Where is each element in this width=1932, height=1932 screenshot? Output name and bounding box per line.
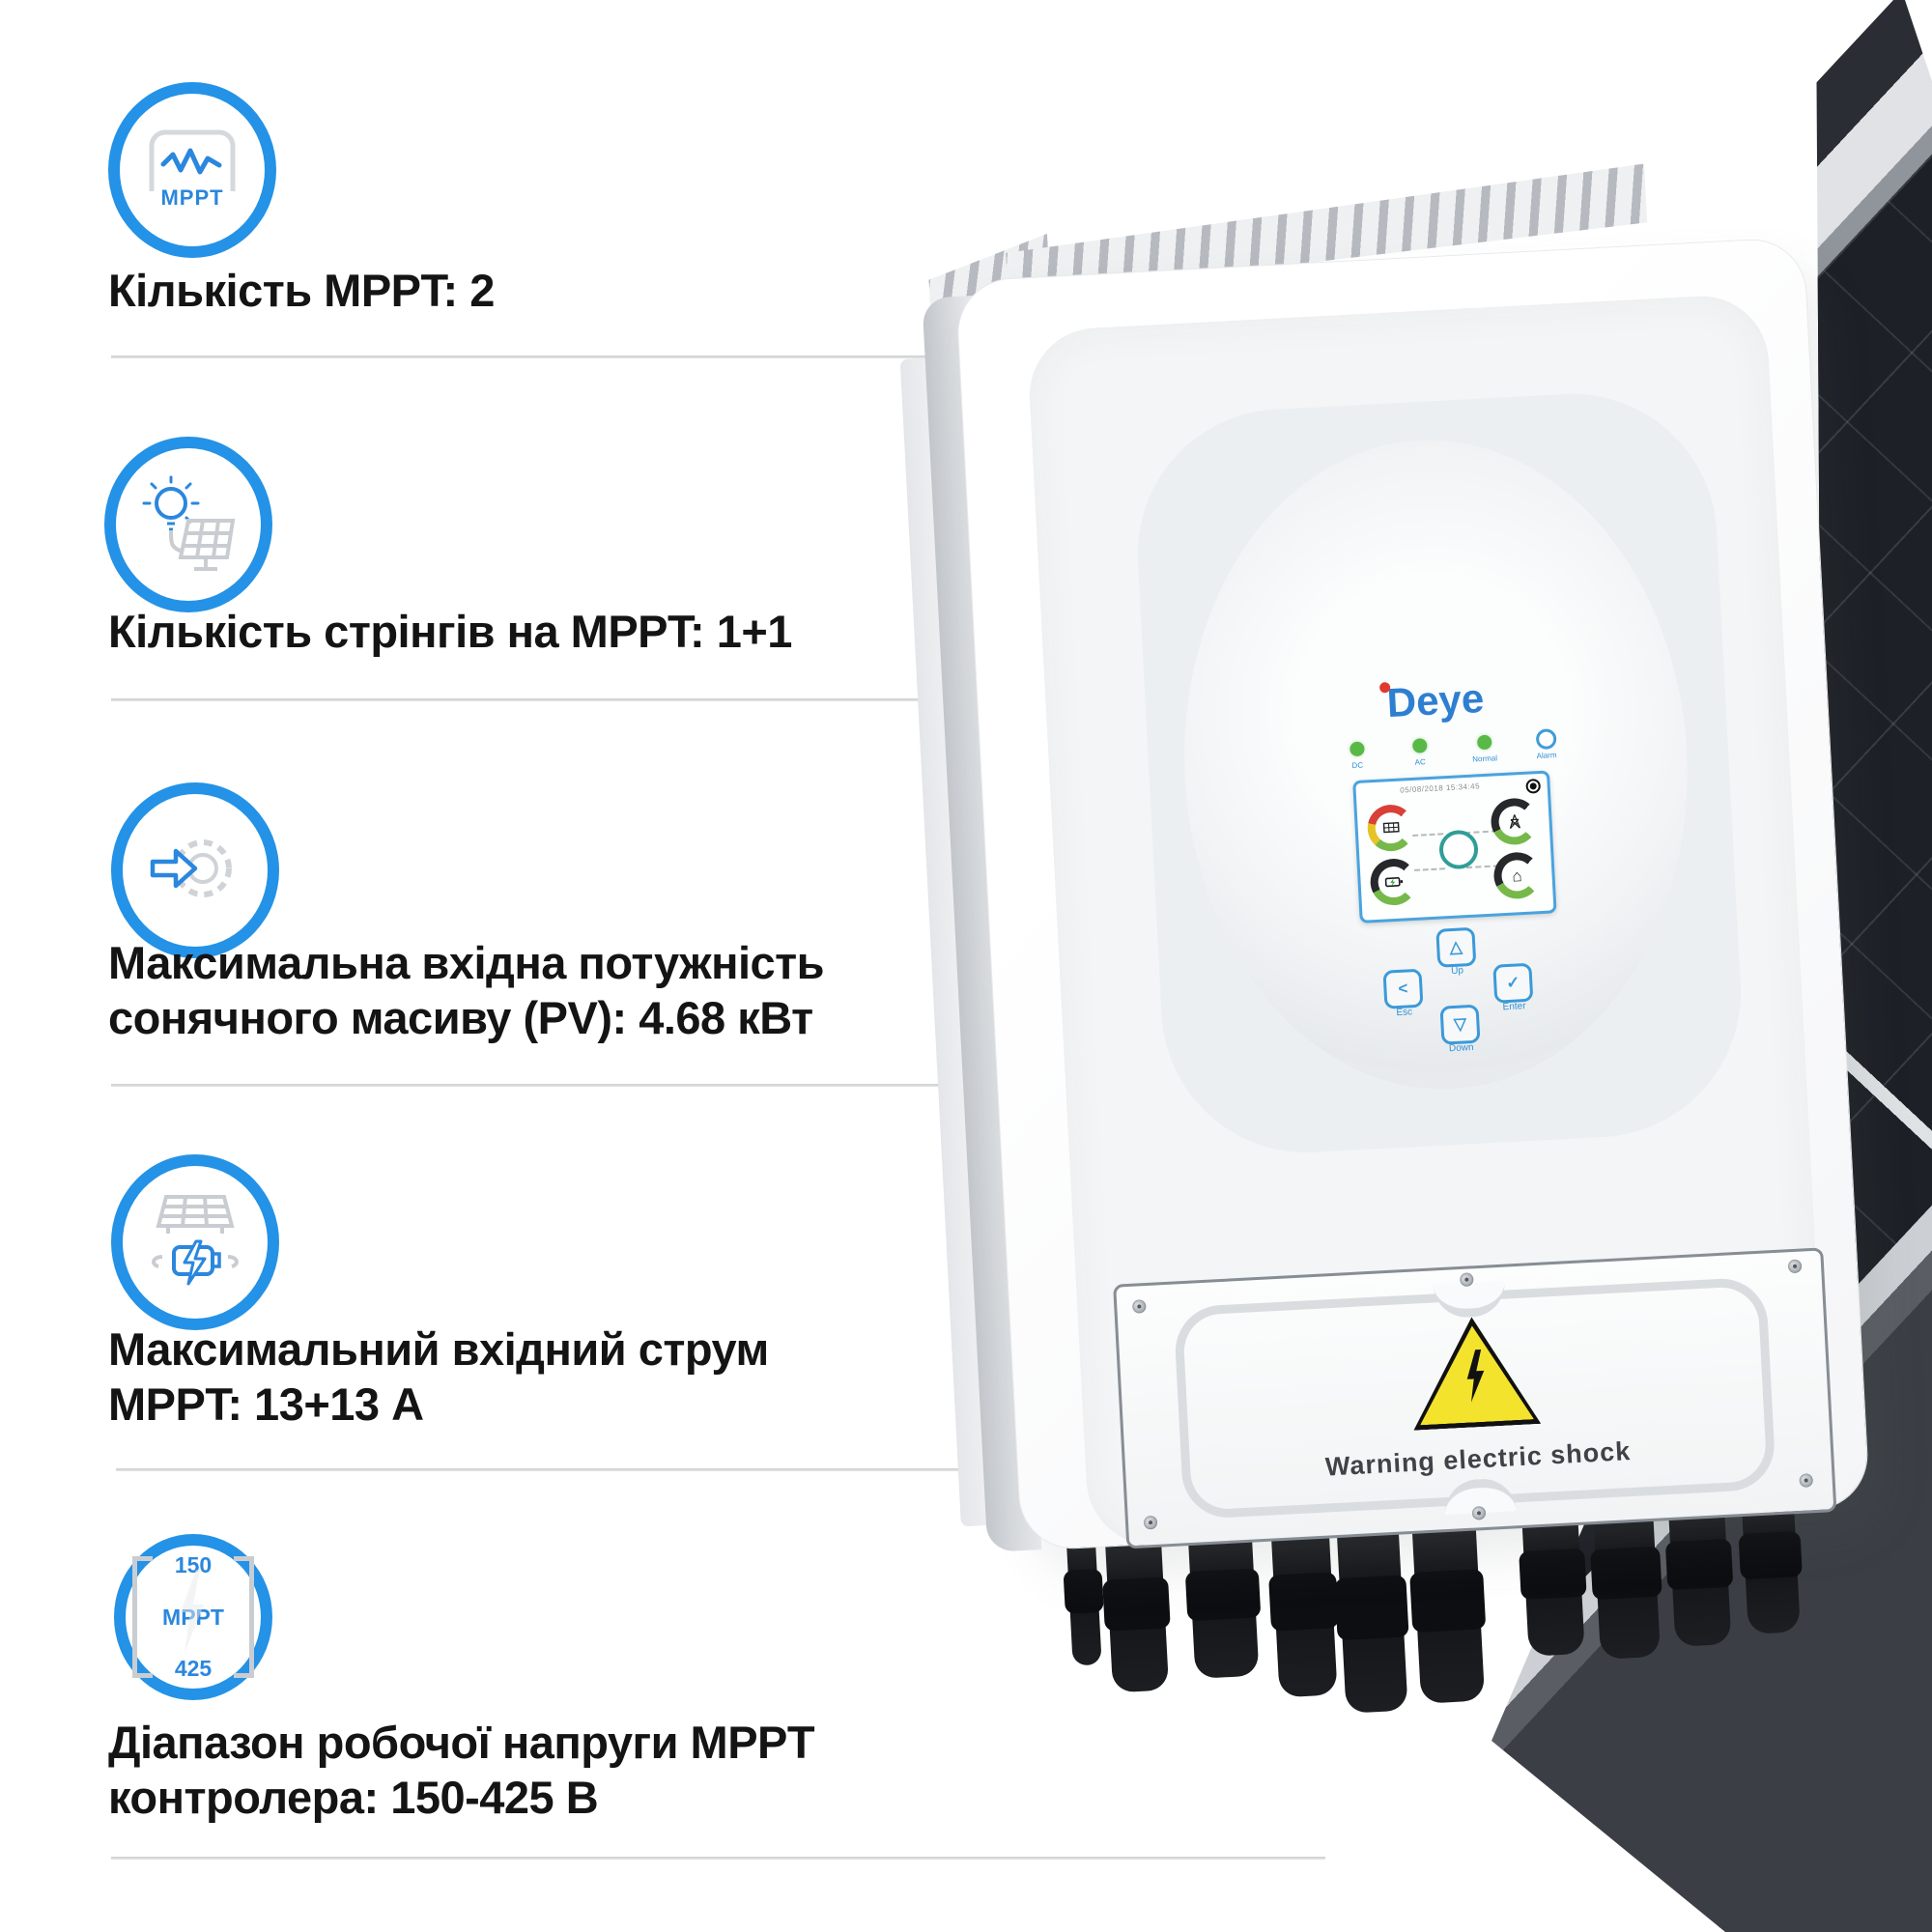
divider xyxy=(116,1468,1009,1471)
inverter-node-icon xyxy=(1437,829,1480,870)
spec-max-input-current: Максимальний вхідний струм MPPT: 13+13 А xyxy=(108,1323,769,1430)
battery-gauge xyxy=(1369,857,1418,907)
screw-icon xyxy=(1131,1299,1147,1314)
led-alarm-label: Alarm xyxy=(1536,751,1557,761)
gear-arrow-icon xyxy=(111,782,279,958)
house-icon: ⌂ xyxy=(1511,866,1523,886)
button-esc: < Esc xyxy=(1382,968,1424,1018)
grid-gauge xyxy=(1490,797,1539,846)
solar-panel-icon xyxy=(1367,804,1415,852)
divider xyxy=(111,1857,1325,1860)
bracket-left-icon xyxy=(132,1556,153,1678)
led-alarm xyxy=(1535,728,1557,751)
check-icon: ✓ xyxy=(1505,973,1520,993)
divider xyxy=(111,355,978,358)
mppt-icon-label: MPPT xyxy=(160,185,224,210)
solar-battery-icon xyxy=(111,1154,279,1330)
led-normal-label: Normal xyxy=(1472,753,1498,764)
flow-line xyxy=(1412,833,1444,837)
load-gauge: ⌂ xyxy=(1492,851,1542,900)
down-arrow-icon: ▽ xyxy=(1453,1014,1467,1034)
lcd-screen: 05/08/2018 15:34:45 xyxy=(1352,770,1557,923)
brand-logo: Deye xyxy=(1352,673,1519,728)
divider xyxy=(111,1084,1005,1087)
pv-gauge xyxy=(1366,803,1415,853)
settings-gear-icon xyxy=(1525,778,1542,794)
power-grid-icon xyxy=(1490,797,1538,845)
led-ac-label: AC xyxy=(1414,757,1427,767)
flow-line xyxy=(1414,867,1446,871)
led-ac xyxy=(1411,738,1428,753)
bulb-solar-icon xyxy=(104,437,272,612)
divider xyxy=(111,698,978,701)
range-min: 150 xyxy=(174,1552,213,1577)
led-dc-label: DC xyxy=(1351,760,1364,771)
battery-icon xyxy=(1369,858,1417,906)
mppt-monitor-icon: MPPT xyxy=(108,82,276,258)
button-enter: ✓ Enter xyxy=(1492,962,1534,1012)
bracket-right-icon xyxy=(234,1556,254,1678)
back-chevron-icon: < xyxy=(1397,979,1408,998)
spec-max-pv-power: Максимальна вхідна потужність сонячного … xyxy=(108,937,825,1043)
button-up: △ Up xyxy=(1435,926,1477,977)
brand-logo-text: Deye xyxy=(1385,674,1486,726)
screw-icon xyxy=(1471,1505,1487,1520)
up-arrow-icon: △ xyxy=(1449,937,1463,957)
warning-triangle-icon xyxy=(1407,1314,1541,1431)
spec-mppt-voltage-range: Діапазон робочої напруги MPPT контролера… xyxy=(108,1717,815,1823)
inverter-photo: Deye DC AC Normal Alarm 05/08/2018 15:34… xyxy=(899,136,1920,1786)
led-normal xyxy=(1476,734,1492,751)
screw-icon xyxy=(1143,1515,1158,1530)
lightning-bolt-icon xyxy=(1463,1348,1489,1405)
screw-icon xyxy=(1787,1259,1803,1274)
led-dc xyxy=(1350,741,1365,757)
button-down: ▽ Down xyxy=(1439,1004,1481,1054)
bolt-watermark-icon xyxy=(181,1570,204,1653)
range-max: 425 xyxy=(174,1656,213,1681)
screw-icon xyxy=(1799,1473,1814,1488)
voltage-range-icon: 150 MPPT 425 xyxy=(114,1534,272,1700)
junction-box: Warning electric shock xyxy=(1113,1247,1837,1549)
spec-strings-per-mppt: Кількість стрінгів на MPPT: 1+1 xyxy=(108,606,792,657)
screen-datetime: 05/08/2018 15:34:45 xyxy=(1400,781,1481,795)
spec-mppt-count: Кількість MPPT: 2 xyxy=(108,265,495,316)
